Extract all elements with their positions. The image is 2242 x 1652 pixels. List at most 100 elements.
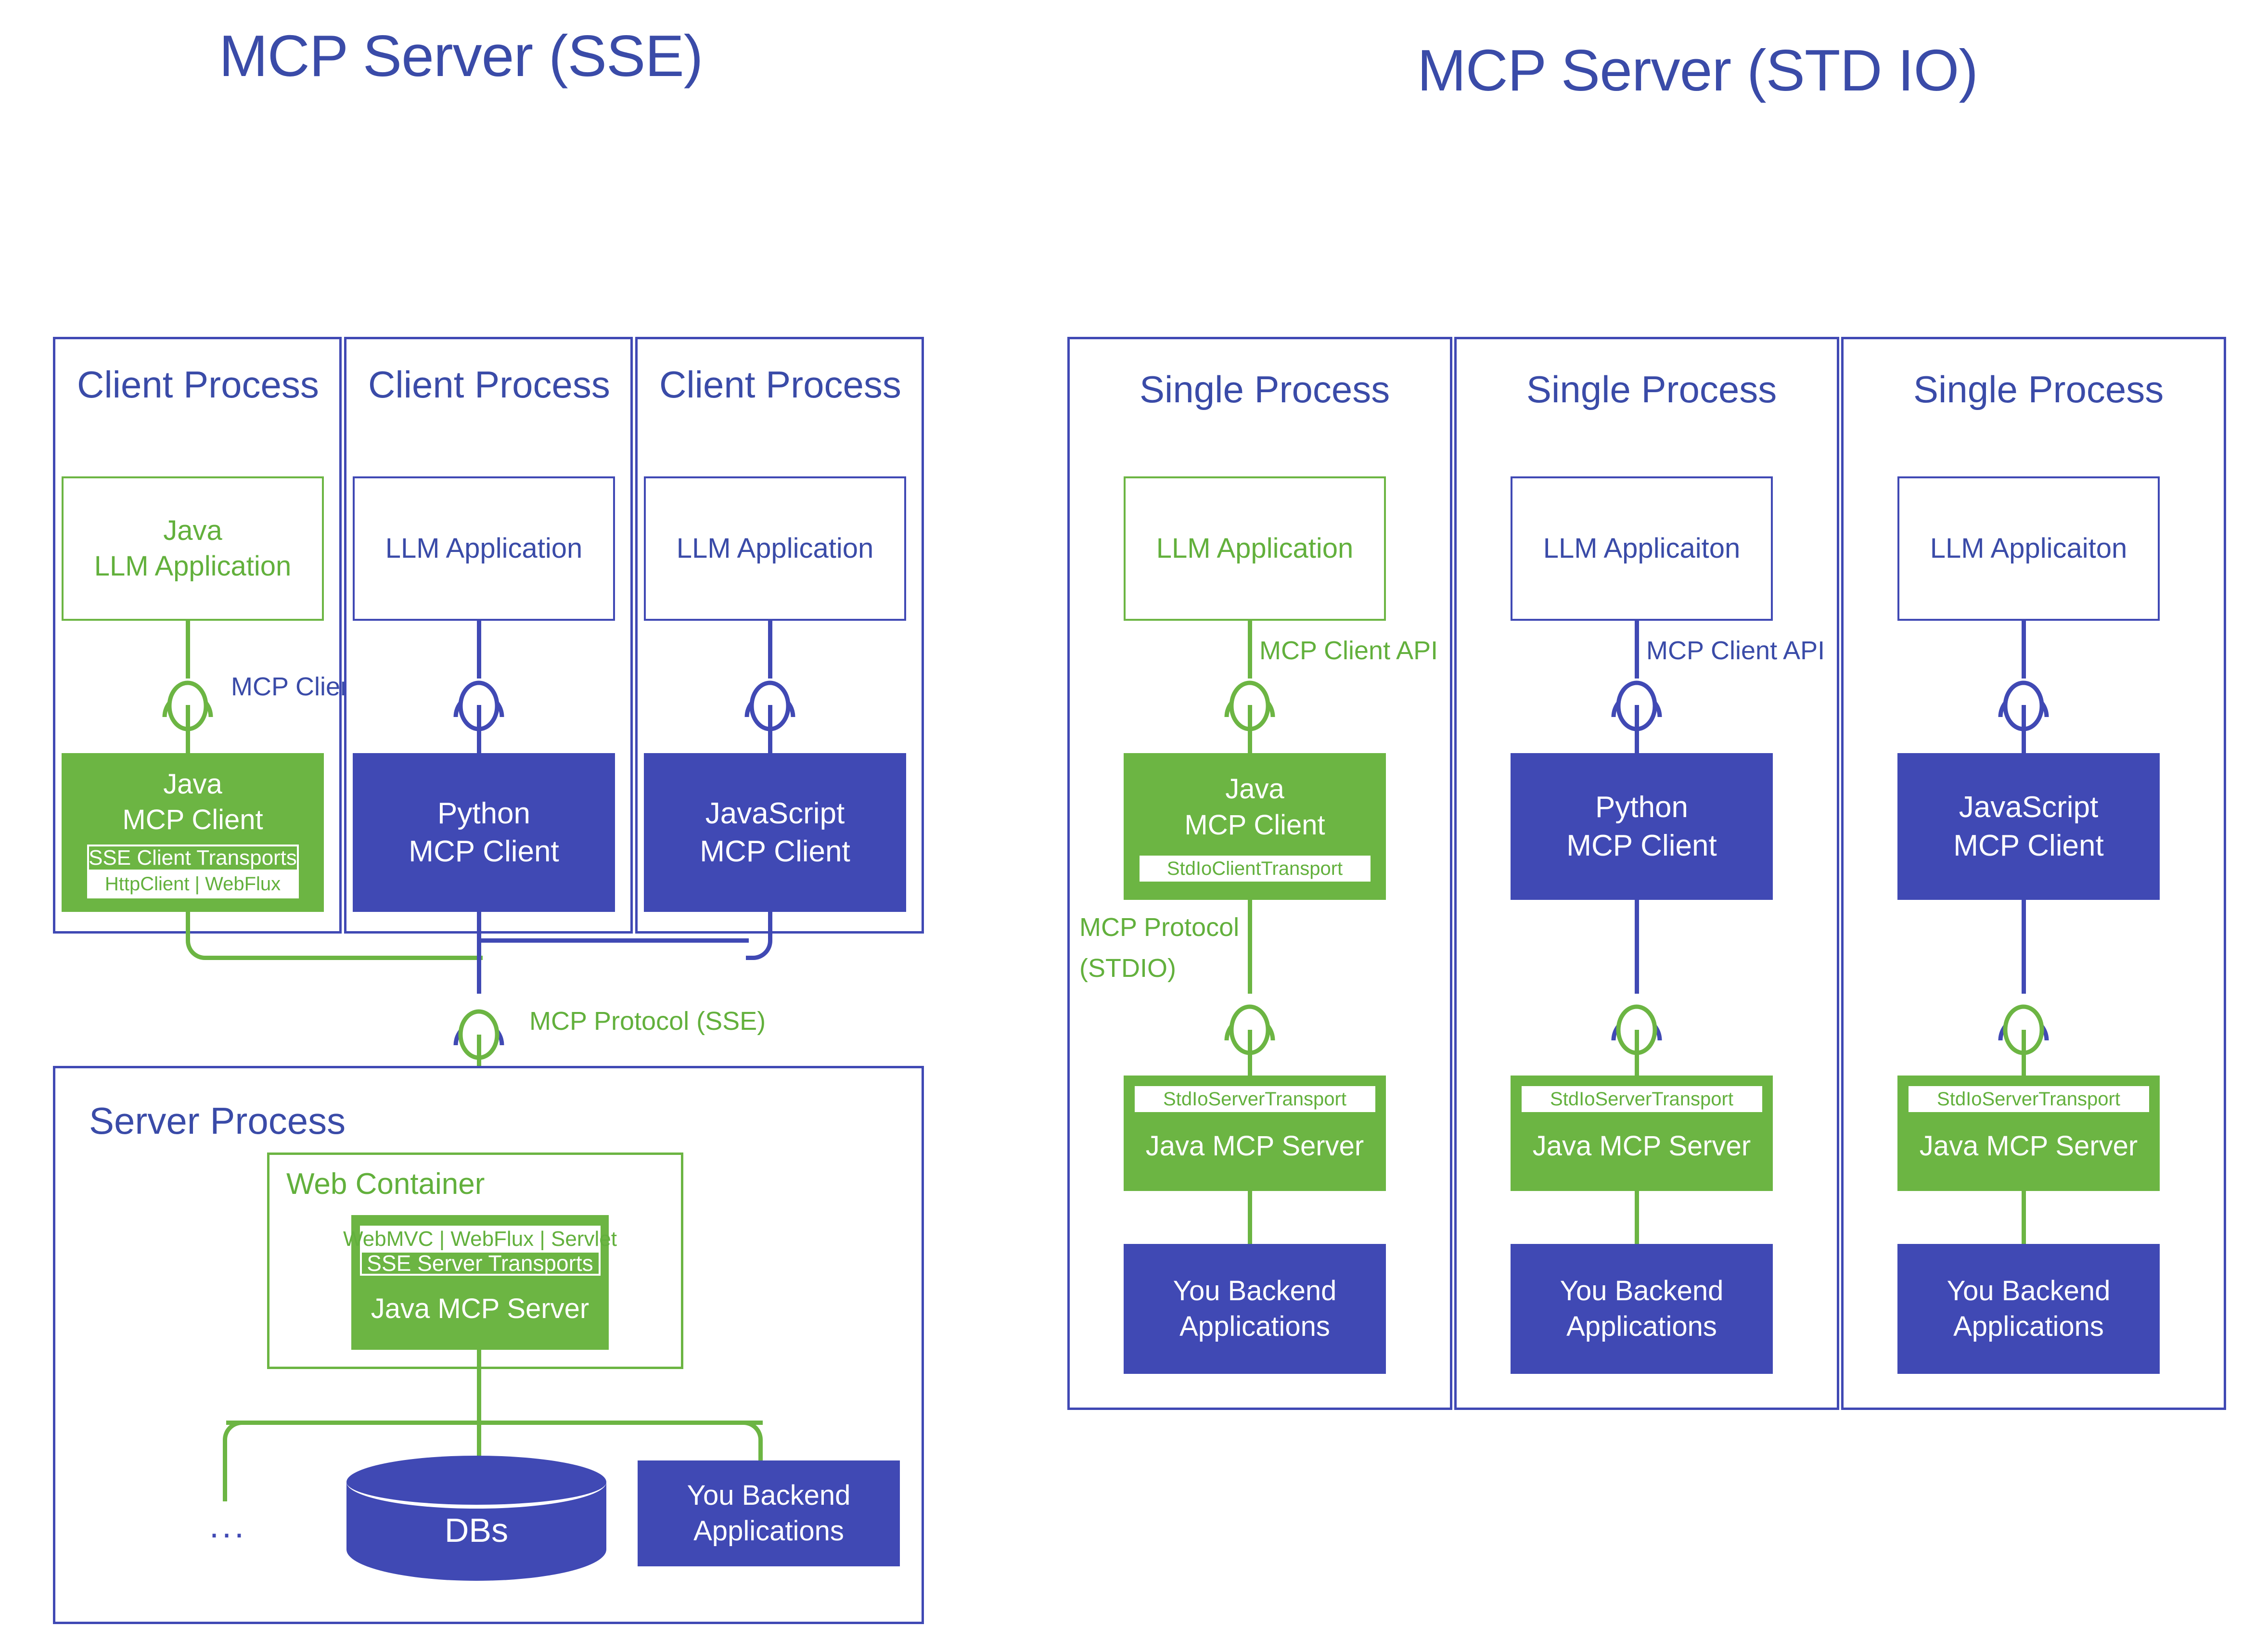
backend-applications-box-stdio-2: You Backend Applications: [1511, 1244, 1773, 1374]
java-mcp-server-box-stdio-2: StdIoServerTransport Java MCP Server: [1511, 1076, 1773, 1191]
right-diagram-title: MCP Server (STD IO): [1417, 38, 1978, 103]
server-backend-line: [1248, 1191, 1252, 1244]
llm-application-box-2: LLM Application: [353, 476, 615, 621]
ellipsis-more-resources: ...: [209, 1507, 247, 1545]
connector-line: [768, 621, 772, 679]
client-line-1: Java: [1225, 773, 1284, 805]
client-line-1: Python: [1595, 791, 1689, 824]
left-diagram-title: MCP Server (SSE): [219, 23, 703, 89]
stdio-server-transport-strip: StdIoServerTransport: [1908, 1086, 2149, 1112]
sse-server-transport-impl-strip: WebMVC | WebFlux | Servlet: [343, 1225, 617, 1251]
mcp-protocol-stdio-label-line2: (STDIO): [1079, 954, 1176, 983]
java-mcp-server-box-stdio-1: StdIoServerTransport Java MCP Server: [1124, 1076, 1386, 1191]
python-mcp-client-box: Python MCP Client: [353, 753, 615, 912]
protocol-line-blue: [2022, 900, 2026, 994]
sse-server-transports-strip: SSE Server Transports: [359, 1250, 601, 1276]
server-backend-line: [2022, 1191, 2026, 1244]
bus-corner-green: [186, 934, 212, 960]
backend-line-1: You Backend: [1173, 1275, 1337, 1306]
bus-line-blue: [768, 912, 772, 941]
connector-line: [1635, 705, 1639, 753]
java-mcp-server-name: Java MCP Server: [1532, 1130, 1751, 1162]
backend-line-2: Applications: [693, 1515, 844, 1547]
bus-corner-blue: [746, 934, 772, 960]
llm-application-box-stdio-2: LLM Applicaiton: [1511, 476, 1773, 621]
connector-line: [1248, 621, 1252, 679]
stdio-server-transport-strip: StdIoServerTransport: [1521, 1086, 1762, 1112]
app-text: LLM Applicaiton: [1930, 532, 2127, 564]
server-backend-line: [1635, 1191, 1639, 1244]
app-text: LLM Applicaiton: [1543, 532, 1741, 564]
connector-line: [2022, 621, 2026, 679]
java-mcp-server-name: Java MCP Server: [371, 1293, 589, 1324]
app-line-2: LLM Application: [94, 551, 292, 582]
bus-line-green: [186, 912, 190, 941]
javascript-mcp-client-box-stdio: JavaScript MCP Client: [1897, 753, 2160, 900]
dbs-cylinder: DBs: [346, 1456, 606, 1581]
app-line-1: Java: [163, 514, 222, 546]
client-process-3-label: Client Process: [659, 363, 901, 406]
mcp-client-api-label-stdio-2: MCP Client API: [1646, 636, 1825, 665]
java-mcp-client-box-stdio: Java MCP Client StdIoClientTransport: [1124, 753, 1386, 900]
backend-applications-box-sse: You Backend Applications: [638, 1460, 900, 1566]
web-container-label: Web Container: [286, 1167, 485, 1201]
connector-line: [477, 621, 481, 679]
java-mcp-server-name: Java MCP Server: [1919, 1130, 2138, 1162]
client-line-2: MCP Client: [122, 804, 263, 835]
protocol-line-blue: [1635, 900, 1639, 994]
server-bus-line-right: [758, 1441, 763, 1477]
llm-application-box-stdio-3: LLM Applicaiton: [1897, 476, 2160, 621]
client-line-2: MCP Client: [1566, 829, 1717, 862]
client-line-2: MCP Client: [700, 835, 850, 868]
single-process-2-label: Single Process: [1526, 368, 1777, 410]
backend-applications-box-stdio-3: You Backend Applications: [1897, 1244, 2160, 1374]
sse-client-transports-strip: SSE Client Transports: [87, 845, 299, 872]
mcp-protocol-sse-label: MCP Protocol (SSE): [529, 1007, 766, 1036]
single-process-1-label: Single Process: [1140, 368, 1390, 410]
client-line-2: MCP Client: [1184, 809, 1325, 841]
server-process-label: Server Process: [89, 1100, 346, 1142]
connector-line: [2022, 705, 2026, 753]
client-line-2: MCP Client: [409, 835, 559, 868]
connector-line: [1635, 621, 1639, 679]
javascript-mcp-client-box: JavaScript MCP Client: [644, 753, 906, 912]
sse-client-transport-impl-strip: HttpClient | WebFlux: [87, 871, 299, 899]
dbs-label: DBs: [444, 1511, 509, 1549]
backend-line-2: Applications: [1953, 1311, 2104, 1342]
app-text: LLM Application: [1156, 532, 1354, 564]
bus-line-blue: [481, 938, 749, 943]
protocol-line-green: [477, 1035, 481, 1083]
connector-line: [768, 705, 772, 753]
client-line-1: JavaScript: [1959, 791, 2099, 824]
python-mcp-client-box-stdio: Python MCP Client: [1511, 753, 1773, 900]
backend-line-1: You Backend: [1947, 1275, 2111, 1306]
server-bus-line: [477, 1350, 481, 1422]
java-mcp-client-box: Java MCP Client SSE Client Transports Ht…: [62, 753, 324, 912]
client-line-2: MCP Client: [1953, 829, 2104, 862]
client-process-1-label: Client Process: [77, 363, 319, 406]
client-line-1: Java: [163, 768, 222, 800]
client-process-2-label: Client Process: [368, 363, 610, 406]
backend-line-2: Applications: [1179, 1311, 1330, 1342]
protocol-line-green: [1248, 900, 1252, 994]
backend-applications-box-stdio-1: You Backend Applications: [1124, 1244, 1386, 1374]
protocol-line-green: [2022, 1030, 2026, 1078]
stdio-client-transport-strip: StdIoClientTransport: [1139, 855, 1371, 882]
java-mcp-server-box-sse: WebMVC | WebFlux | Servlet SSE Server Tr…: [343, 1215, 617, 1350]
app-line-2: LLM Application: [676, 532, 874, 564]
java-mcp-server-name: Java MCP Server: [1145, 1130, 1364, 1162]
backend-line-1: You Backend: [1560, 1275, 1724, 1306]
server-bus-corner-left: [223, 1421, 249, 1447]
server-bus-corner-right: [736, 1421, 763, 1447]
server-bus-line: [226, 1421, 763, 1425]
stdio-server-transport-strip: StdIoServerTransport: [1134, 1086, 1375, 1112]
connector-line: [186, 621, 190, 679]
connector-line: [1248, 705, 1252, 753]
client-line-1: JavaScript: [705, 796, 845, 830]
client-line-1: Python: [437, 796, 531, 830]
backend-line-1: You Backend: [687, 1479, 851, 1511]
single-process-3-label: Single Process: [1913, 368, 2164, 410]
backend-line-2: Applications: [1566, 1311, 1717, 1342]
protocol-line-green: [1248, 1030, 1252, 1078]
java-llm-application-box: Java LLM Application: [62, 476, 324, 621]
